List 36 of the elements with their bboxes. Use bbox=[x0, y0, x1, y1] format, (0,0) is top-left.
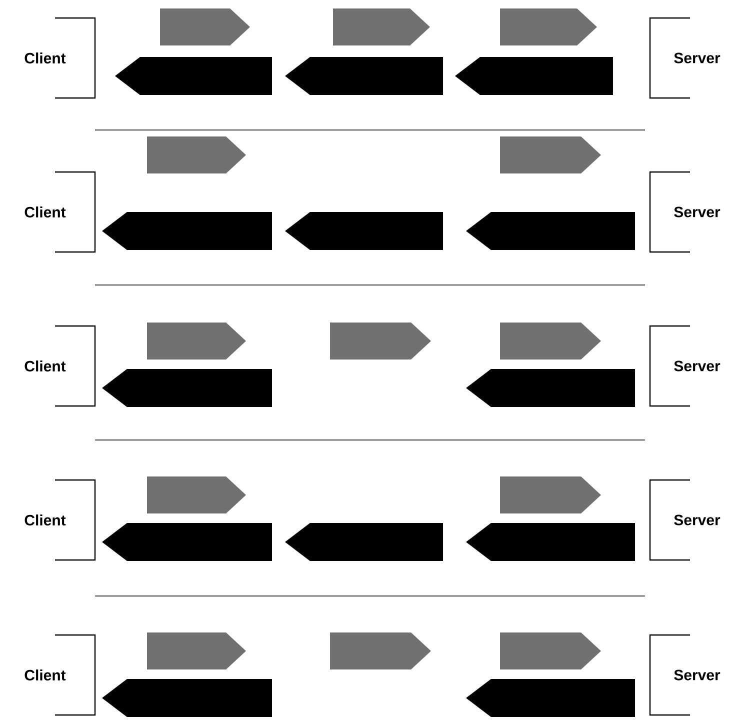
request-block bbox=[147, 136, 246, 174]
request-block bbox=[500, 136, 601, 174]
response-block bbox=[466, 523, 635, 561]
client-label: Client bbox=[24, 206, 66, 218]
response-block bbox=[115, 57, 272, 95]
request-block bbox=[333, 8, 430, 46]
server-label: Server bbox=[674, 514, 720, 526]
client-label: Client bbox=[24, 52, 66, 64]
response-block bbox=[466, 679, 635, 717]
request-block bbox=[330, 322, 431, 360]
response-block bbox=[285, 523, 443, 561]
request-block bbox=[500, 322, 601, 360]
request-block bbox=[500, 476, 601, 514]
response-block bbox=[285, 57, 443, 95]
response-block bbox=[102, 679, 272, 717]
server-label: Server bbox=[674, 206, 720, 218]
server-label: Server bbox=[674, 52, 720, 64]
response-block bbox=[102, 369, 272, 407]
response-block bbox=[102, 523, 272, 561]
response-block bbox=[102, 212, 272, 250]
response-block bbox=[455, 57, 613, 95]
request-block bbox=[147, 632, 246, 670]
response-block bbox=[285, 212, 443, 250]
request-block bbox=[330, 632, 431, 670]
request-block bbox=[500, 8, 597, 46]
request-block bbox=[500, 632, 601, 670]
client-label: Client bbox=[24, 514, 66, 526]
client-label: Client bbox=[24, 670, 66, 680]
request-block bbox=[147, 476, 246, 514]
server-label: Server bbox=[674, 670, 720, 680]
response-block bbox=[466, 212, 635, 250]
client-label: Client bbox=[24, 360, 66, 372]
server-label: Server bbox=[674, 360, 720, 372]
response-block bbox=[466, 369, 635, 407]
request-block bbox=[147, 322, 246, 360]
request-block bbox=[160, 8, 250, 46]
